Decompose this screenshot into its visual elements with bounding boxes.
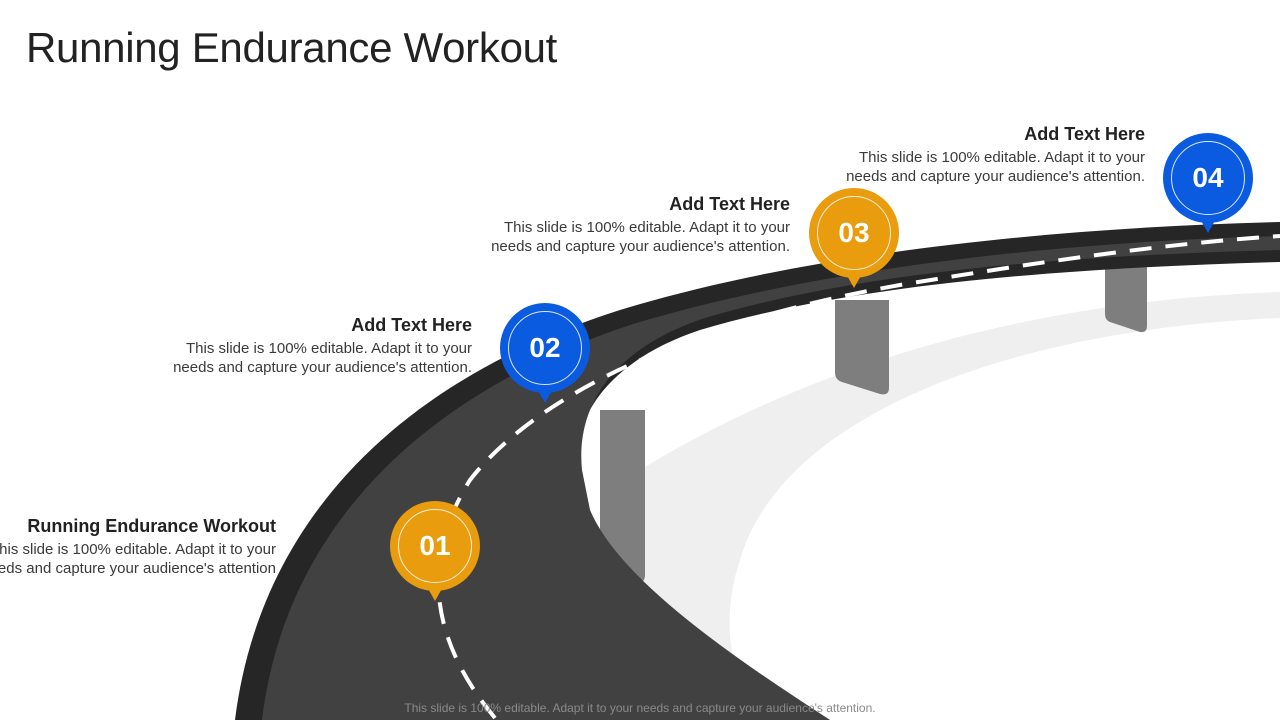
pin-ring [398, 509, 472, 583]
milestone-text-2: Add Text Here This slide is 100% editabl… [172, 315, 472, 377]
pin-ring [817, 196, 891, 270]
milestone-heading: Add Text Here [669, 194, 790, 214]
milestone-body: This slide is 100% editable. Adapt it to… [173, 340, 472, 376]
road-inner [262, 236, 1280, 720]
milestone-pin-3: 03 [809, 188, 899, 288]
milestone-number: 03 [838, 217, 870, 248]
milestone-text-3: Add Text Here This slide is 100% editabl… [490, 194, 790, 256]
milestone-number: 02 [529, 332, 561, 363]
milestone-number: 01 [419, 530, 451, 561]
road-shadow [624, 292, 1280, 720]
milestone-body: This slide is 100% editable. Adapt it to… [0, 541, 276, 577]
pin-ring [1171, 141, 1245, 215]
milestone-pin-4: 04 [1163, 133, 1253, 233]
milestone-heading: Add Text Here [1024, 124, 1145, 144]
milestone-body: This slide is 100% editable. Adapt it to… [491, 219, 790, 255]
milestone-text-1: Running Endurance Workout This slide is … [0, 516, 276, 578]
milestone-body: This slide is 100% editable. Adapt it to… [846, 149, 1145, 185]
pillar [1105, 255, 1147, 333]
pillar [600, 410, 645, 583]
pin-ring [508, 311, 582, 385]
milestone-pin-2: 02 [500, 303, 590, 403]
slide-title: Running Endurance Workout [26, 24, 558, 71]
milestone-pin-1: 01 [390, 501, 480, 601]
milestone-heading: Running Endurance Workout [27, 516, 276, 536]
milestone-text-4: Add Text Here This slide is 100% editabl… [845, 124, 1145, 186]
footer-note: This slide is 100% editable. Adapt it to… [404, 701, 876, 715]
pillar [835, 300, 889, 395]
milestone-heading: Add Text Here [351, 315, 472, 335]
milestone-number: 04 [1192, 162, 1224, 193]
